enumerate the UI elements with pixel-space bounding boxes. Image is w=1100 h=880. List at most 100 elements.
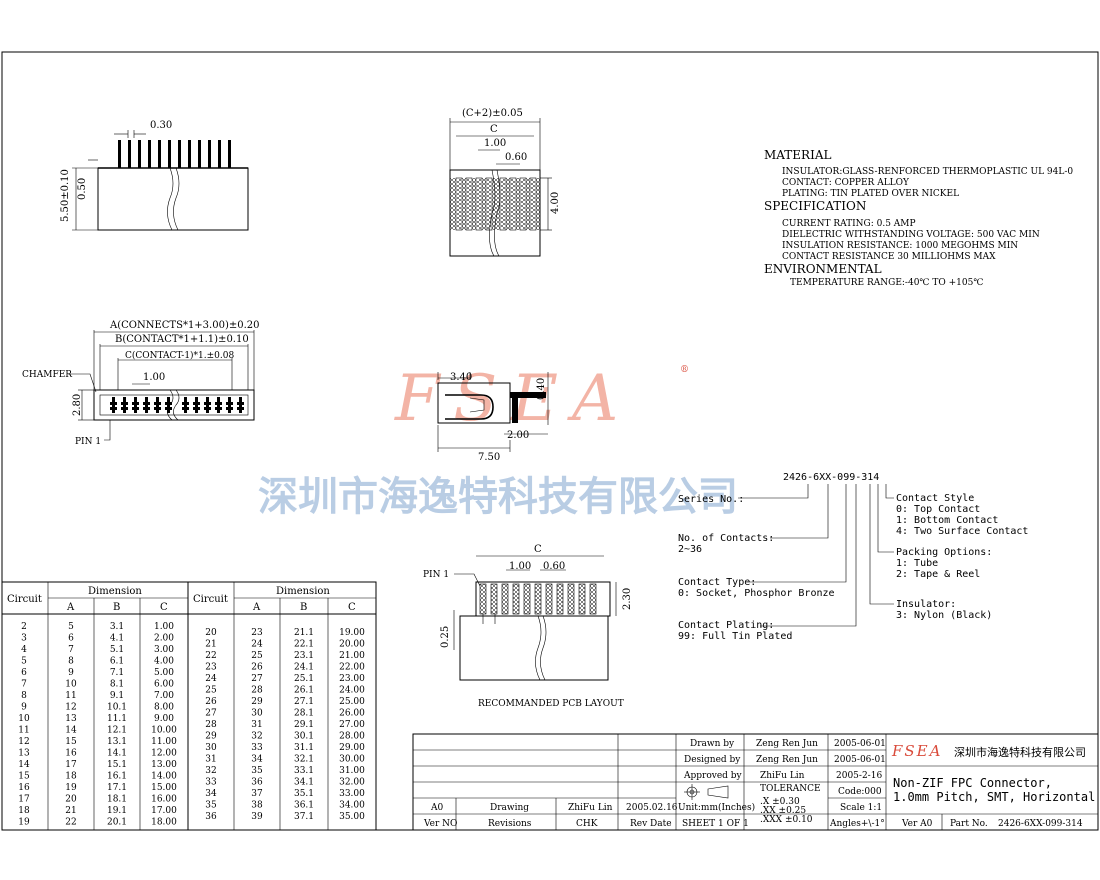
code-series: Series No.: — [678, 494, 744, 505]
table-cell: 8 — [21, 691, 27, 701]
table-cell: 7 — [21, 680, 27, 690]
pcb-pad — [490, 583, 498, 615]
table-cell: 9.1 — [110, 691, 124, 701]
table-cell: 18 — [65, 772, 77, 782]
table-cell: 28 — [251, 686, 263, 696]
table-cell: 29 — [251, 697, 263, 707]
table-cell: 14.1 — [107, 749, 127, 759]
table-cell: 11.1 — [107, 714, 127, 724]
table-cell: 17.00 — [151, 806, 177, 816]
table-cell: 21 — [205, 640, 216, 650]
sign-date: 2005-06-01 — [834, 739, 886, 749]
table-cell: 9 — [21, 703, 27, 713]
company-name: 深圳市海逸特科技有限公司 — [954, 745, 1086, 759]
table-cell: 12 — [65, 703, 76, 713]
rev-date: 2005.02.16 — [626, 803, 678, 813]
material-line: CONTACT: COPPER ALLOY — [782, 178, 910, 188]
table-cell: 21 — [65, 806, 76, 816]
table-cell: 5 — [21, 657, 27, 667]
table-cell: 8.1 — [110, 680, 124, 690]
table-cell: 3 — [21, 634, 27, 644]
side-width-dim: 0.60 — [505, 152, 527, 163]
table-cell: 34 — [251, 755, 263, 765]
front-pin-bar — [121, 407, 128, 410]
pcb-pad-dim: 0.25 — [440, 626, 451, 648]
front-pin-bar — [237, 407, 244, 410]
table-dimension-header: Dimension — [88, 586, 142, 597]
front-pitch-dim: 1.00 — [143, 372, 165, 383]
front-pin-bar — [204, 407, 211, 410]
table-cell: 3.00 — [154, 645, 174, 655]
table-cell: 36 — [251, 778, 263, 788]
table-cell: 3.1 — [110, 622, 124, 632]
table-cell: 31.1 — [294, 743, 314, 753]
pcb-pad — [567, 583, 575, 615]
table-cell: 17 — [65, 760, 77, 770]
contact-w1-dim: 3.40 — [450, 372, 472, 383]
top-pitch-dim: 0.30 — [150, 120, 172, 131]
table-cell: 37.1 — [294, 812, 314, 822]
table-cell: 29 — [205, 732, 217, 742]
sign-name: ZhiFu Lin — [760, 771, 805, 781]
table-cell: 11 — [65, 691, 76, 701]
front-pin-bar — [193, 402, 200, 405]
env-line: TEMPERATURE RANGE:-40℃ TO +105℃ — [790, 278, 983, 288]
table-cell: 4.00 — [154, 657, 174, 667]
drawing-title: 1.0mm Pitch, SMT, Horizontal — [893, 790, 1095, 804]
table-cell: 15.1 — [107, 760, 127, 770]
top-pin — [178, 140, 181, 168]
material-heading: MATERIAL — [764, 148, 832, 162]
front-pin-bar — [121, 402, 128, 405]
rev-description: Drawing — [490, 803, 529, 813]
table-cell: 12.1 — [107, 726, 127, 736]
watermark-reg: ® — [680, 365, 689, 375]
table-cell: 13 — [65, 714, 77, 724]
table-cell: 33 — [251, 743, 263, 753]
table-cell: 35.1 — [294, 789, 314, 799]
table-cell: 17.1 — [107, 783, 127, 793]
code-style-opt: 0: Top Contact — [896, 504, 980, 515]
code-contacts: No. of Contacts: — [678, 533, 774, 544]
table-cell: 8 — [68, 657, 74, 667]
spec-line: DIELECTRIC WITHSTANDING VOLTAGE: 500 VAC… — [782, 230, 1040, 240]
table-cell: 36 — [205, 812, 217, 822]
table-cell: 27 — [251, 674, 263, 684]
scale-label: Scale 1:1 — [840, 803, 882, 813]
table-cell: 10 — [18, 714, 30, 724]
pcb-layout: C 1.00 0.60 2.30 PIN 1 0.25 RECOMMANDED … — [423, 544, 633, 709]
front-pin-bar — [132, 407, 139, 410]
table-cell: 6.00 — [154, 680, 174, 690]
table-cell: 31.00 — [339, 766, 365, 776]
table-cell: 4 — [21, 645, 27, 655]
watermark: FSEA ® 深圳市海逸特科技有限公司 — [258, 362, 738, 520]
pcb-pad — [479, 583, 487, 615]
front-b-dim: B(CONTACT*1+1.1)±0.10 — [115, 334, 249, 345]
spec-line: CONTACT RESISTANCE 30 MILLIOHMS MAX — [782, 252, 996, 262]
code-type: Contact Type: — [678, 577, 756, 588]
side-slot-hatch — [501, 179, 505, 229]
table-cell: 15 — [18, 772, 30, 782]
table-cell: 30.00 — [339, 755, 365, 765]
table-cell: 10.1 — [107, 703, 127, 713]
units-label: Unit:mm(Inches) — [678, 802, 755, 813]
side-c-dim: C — [490, 124, 498, 135]
angles-label: Angles+\-1° — [829, 819, 885, 829]
table-cell: 5 — [68, 622, 74, 632]
table-cell: 18 — [18, 806, 30, 816]
table-cell: 22 — [65, 818, 76, 828]
sign-date: 2005-06-01 — [834, 755, 886, 765]
side-slot-hatch — [457, 179, 461, 229]
table-dimension-header: Dimension — [276, 586, 330, 597]
front-height-dim: 2.80 — [72, 394, 83, 416]
table-cell: 30 — [205, 743, 217, 753]
table-cell: 22.00 — [339, 663, 365, 673]
table-cell: 20 — [205, 628, 217, 638]
table-cell: 12.00 — [151, 749, 177, 759]
table-cell: 6 — [21, 668, 27, 678]
pcb-pitch-dim: 1.00 — [509, 561, 531, 572]
top-pin — [218, 140, 221, 168]
table-cell: 7.00 — [154, 691, 174, 701]
material-line: INSULATOR:GLASS-RENFORCED THERMOPLASTIC … — [782, 167, 1073, 177]
table-cell: 1.00 — [154, 622, 174, 632]
table-cell: 31 — [205, 755, 216, 765]
